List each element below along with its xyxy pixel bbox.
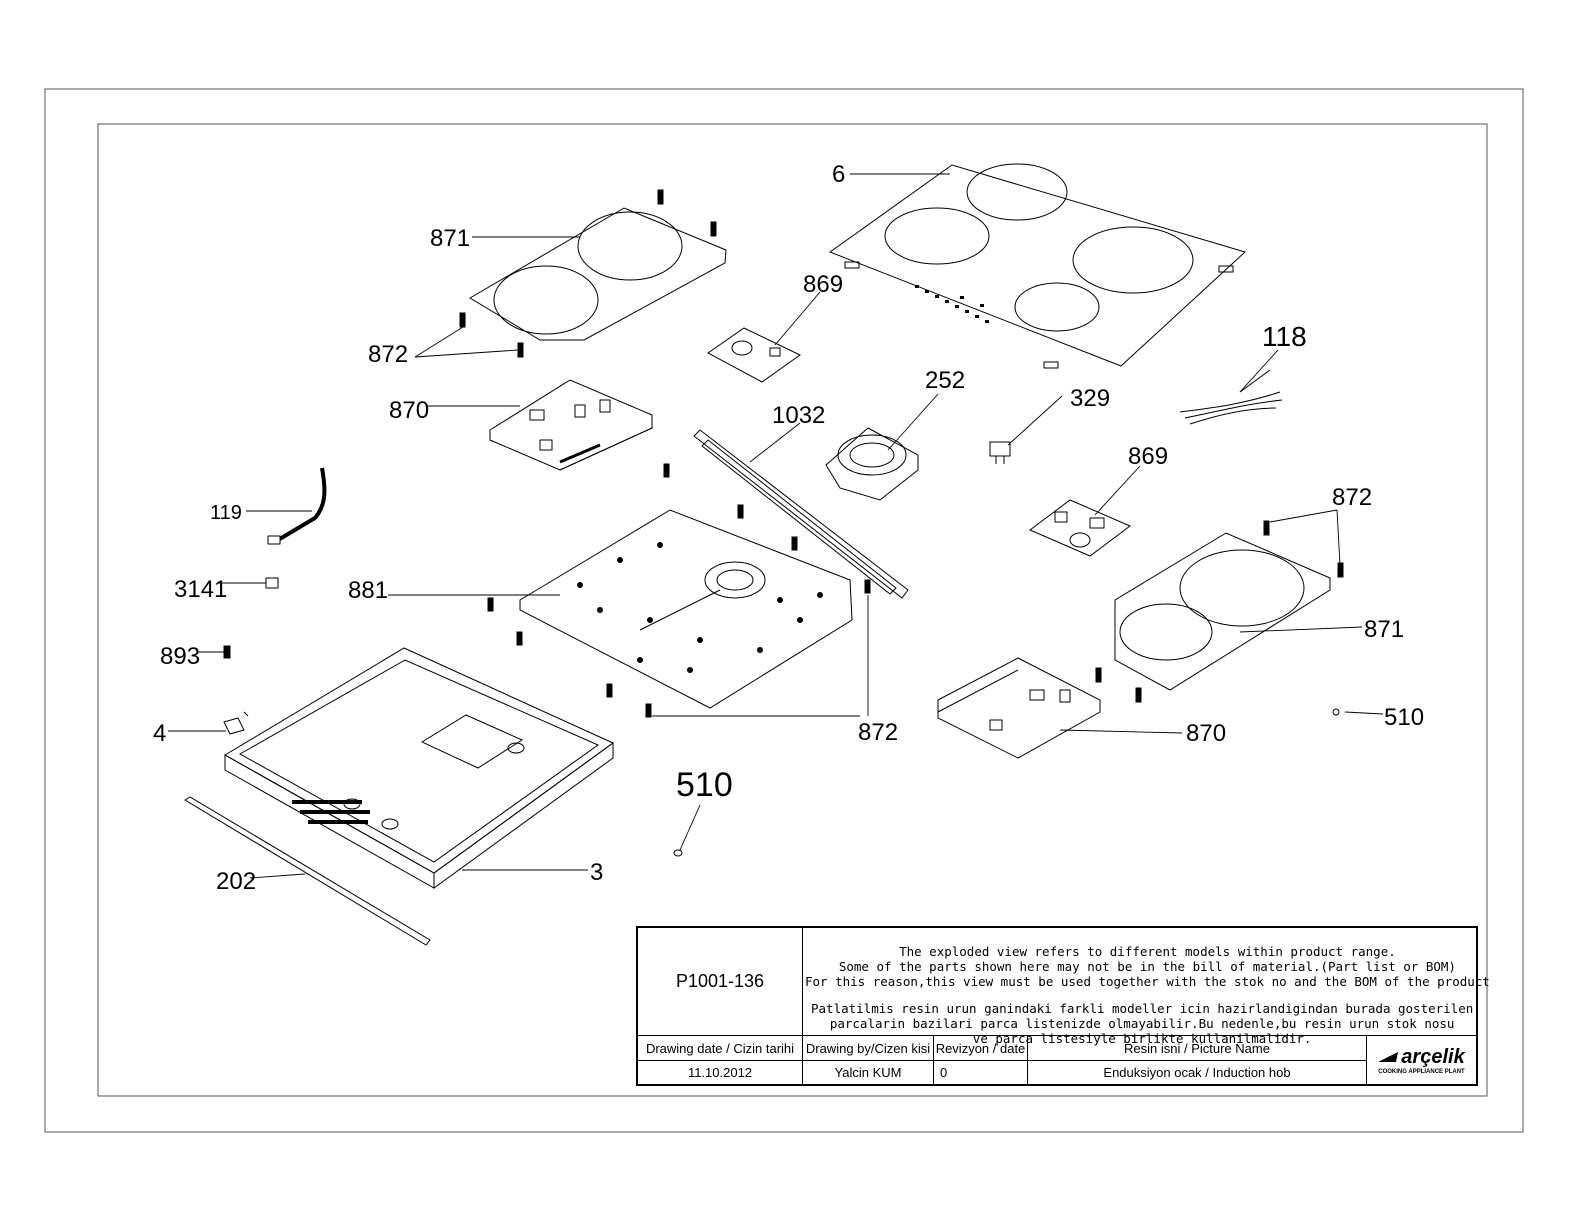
coil-plate-right-part (1095, 520, 1344, 703)
callout-202: 202 (216, 868, 256, 895)
filter-board-upper-part (707, 327, 801, 383)
name-value: Enduksiyon ocak / Induction hob (1103, 1065, 1291, 1080)
note-en-2: Some of the parts shown here may not be … (838, 959, 1456, 974)
name-header-cell: Resin isni / Picture Name (1027, 1035, 1367, 1061)
callout-329: 329 (1070, 385, 1110, 412)
date-value: 11.10.2012 (687, 1065, 753, 1080)
leader-lines (168, 173, 1384, 879)
callout-4: 4 (153, 720, 166, 747)
callout-3141: 3141 (174, 576, 227, 603)
by-value-cell: Yalcin KUM (802, 1060, 934, 1085)
note-tr-1: Patlatilmis resin urun ganindaki farkli … (811, 1001, 1474, 1016)
note-tr-2: parcalarin bazilari parca listenizde olm… (829, 1016, 1455, 1031)
callout-869-top: 869 (803, 271, 843, 298)
outer-frame (44, 88, 1524, 1133)
rev-header: Revizyon / date (935, 1040, 1026, 1056)
callout-252: 252 (925, 367, 965, 394)
glass-top-part (828, 163, 1246, 369)
chassis-frame-part (487, 463, 871, 718)
terminal-clip-part (265, 577, 279, 589)
callout-870-bottom: 870 (1186, 720, 1226, 747)
notes-cell: The exploded view refers to different mo… (802, 927, 1490, 1046)
drawing-number: P1001-136 (675, 971, 765, 991)
callout-119: 119 (210, 502, 242, 524)
arcelik-logo-icon (1378, 1052, 1399, 1062)
note-tr-3: ve parca listesiyle birlikte kullanilmal… (972, 1031, 1312, 1046)
support-strip-part (693, 429, 909, 599)
rev-header-cell: Revizyon / date (933, 1035, 1028, 1061)
callout-872-top: 872 (368, 341, 408, 368)
wiring-harness-part (1179, 369, 1283, 425)
callout-871-top: 871 (430, 225, 470, 252)
name-value-cell: Enduksiyon ocak / Induction hob (1027, 1060, 1367, 1085)
seal-strip-part (184, 796, 431, 946)
callout-870-top: 870 (389, 397, 429, 424)
callout-510-bottom: 510 (676, 766, 733, 804)
callout-872-right: 872 (1332, 484, 1372, 511)
callout-510-right: 510 (1384, 704, 1424, 731)
bottom-housing-part (224, 647, 614, 889)
date-value-cell: 11.10.2012 (637, 1060, 803, 1085)
cooling-fan-part (825, 427, 919, 501)
callout-872-bottom: 872 (858, 719, 898, 746)
date-header-cell: Drawing date / Cizin tarihi (637, 1035, 803, 1061)
callout-869-bottom: 869 (1128, 443, 1168, 470)
by-value: Yalcin KUM (834, 1065, 902, 1080)
logo-subtitle: COOKING APPLIANCE PLANT (1378, 1068, 1465, 1075)
date-header: Drawing date / Cizin tarihi (645, 1040, 795, 1056)
by-header-cell: Drawing by/Cizen kisi (802, 1035, 934, 1061)
callout-3: 3 (590, 859, 603, 886)
callout-893: 893 (160, 643, 200, 670)
name-header: Resin isni / Picture Name (1124, 1040, 1270, 1056)
rev-value-cell: 0 (933, 1060, 1028, 1085)
inner-frame (97, 123, 1488, 1097)
mains-cable-part (267, 467, 327, 545)
power-board-lower-part (937, 657, 1101, 759)
rev-value: 0 (940, 1065, 948, 1080)
callout-1032: 1032 (772, 402, 825, 429)
callout-6: 6 (832, 161, 845, 188)
note-en-1: The exploded view refers to different mo… (899, 944, 1396, 959)
screw-right-part (1332, 708, 1340, 716)
by-header: Drawing by/Cizen kisi (805, 1040, 931, 1056)
screw-bottom-part (673, 849, 683, 857)
callout-118: 118 (1262, 321, 1307, 352)
callout-871-right: 871 (1364, 616, 1404, 643)
note-en-3: For this reason,this view must be used t… (805, 974, 1490, 989)
callout-881: 881 (348, 577, 388, 604)
logo-cell: arçelik COOKING APPLIANCE PLANT (1366, 1035, 1477, 1085)
coil-plate-left-part (459, 189, 727, 358)
callout-labels: 6 871 869 872 870 252 329 118 1032 869 8… (153, 161, 1424, 895)
logo-text: arçelik (1401, 1045, 1465, 1068)
nut-part (223, 645, 231, 659)
power-board-upper-part (489, 379, 653, 471)
filter-board-lower-part (1029, 499, 1131, 557)
sensor-part (989, 441, 1011, 464)
drawing-number-cell: P1001-136 (637, 927, 803, 1036)
title-block: P1001-136 The exploded view refers to di… (636, 926, 1490, 1086)
bracket-part (223, 711, 249, 735)
